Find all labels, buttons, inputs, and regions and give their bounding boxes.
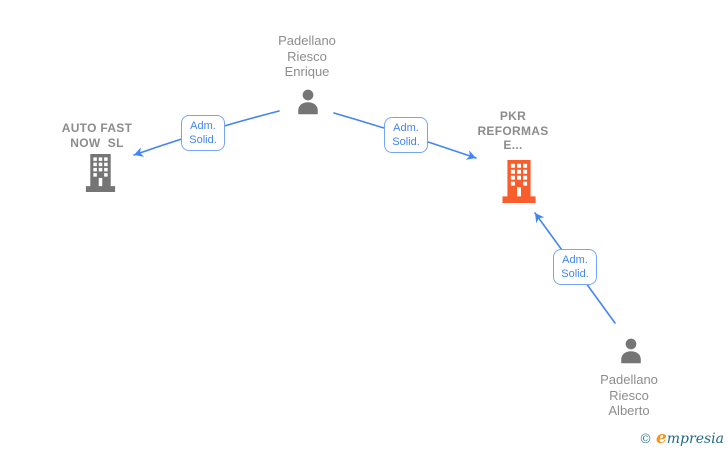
label-line: Padellano: [278, 33, 336, 48]
edge-label-line: Solid.: [561, 268, 589, 280]
label-line: Alberto: [608, 403, 650, 418]
copyright-symbol: ©: [638, 432, 652, 447]
empresia-logo-text: mpresia: [666, 431, 724, 447]
person-icon: [621, 338, 641, 364]
edge-label-line: Adm.: [393, 122, 419, 134]
edge-label-line: Adm.: [562, 254, 588, 266]
node-company-autofast[interactable]: [83, 154, 118, 197]
edge-label-line: Adm.: [190, 120, 216, 132]
node-person-enrique[interactable]: [293, 87, 323, 122]
label-line: Riesco: [287, 48, 327, 64]
node-person-alberto-label[interactable]: Padellano Riesco Alberto: [564, 372, 694, 419]
empresia-logo-e: e: [655, 428, 667, 448]
label-line: Padellano: [600, 372, 658, 387]
label-line: Riesco: [609, 387, 649, 403]
label-line: REFORMAS: [477, 123, 549, 138]
edge-label-line: Solid.: [189, 134, 217, 146]
node-person-alberto[interactable]: [616, 336, 646, 371]
label-line: NOW SL: [70, 136, 124, 150]
label-line: Enrique: [284, 64, 330, 79]
node-person-enrique-label[interactable]: Padellano Riesco Enrique: [247, 33, 367, 80]
edge-label-alberto-pkr: Adm. Solid.: [553, 249, 597, 285]
building-icon: [502, 160, 536, 203]
node-company-autofast-label[interactable]: AUTO FAST NOW SL: [32, 121, 162, 151]
person-icon: [298, 89, 318, 115]
edge-label-enrique-pkr: Adm. Solid.: [384, 117, 428, 153]
building-icon: [85, 154, 116, 192]
node-company-pkr[interactable]: [499, 160, 539, 208]
node-company-pkr-label[interactable]: PKR REFORMAS E...: [443, 109, 583, 153]
empresia-watermark: ©empresia: [639, 428, 724, 448]
label-line: E...: [503, 138, 523, 152]
edge-label-line: Solid.: [392, 136, 420, 148]
edge-label-enrique-autofast: Adm. Solid.: [181, 115, 225, 151]
label-line: AUTO FAST: [61, 121, 133, 135]
label-line: PKR: [499, 109, 527, 123]
